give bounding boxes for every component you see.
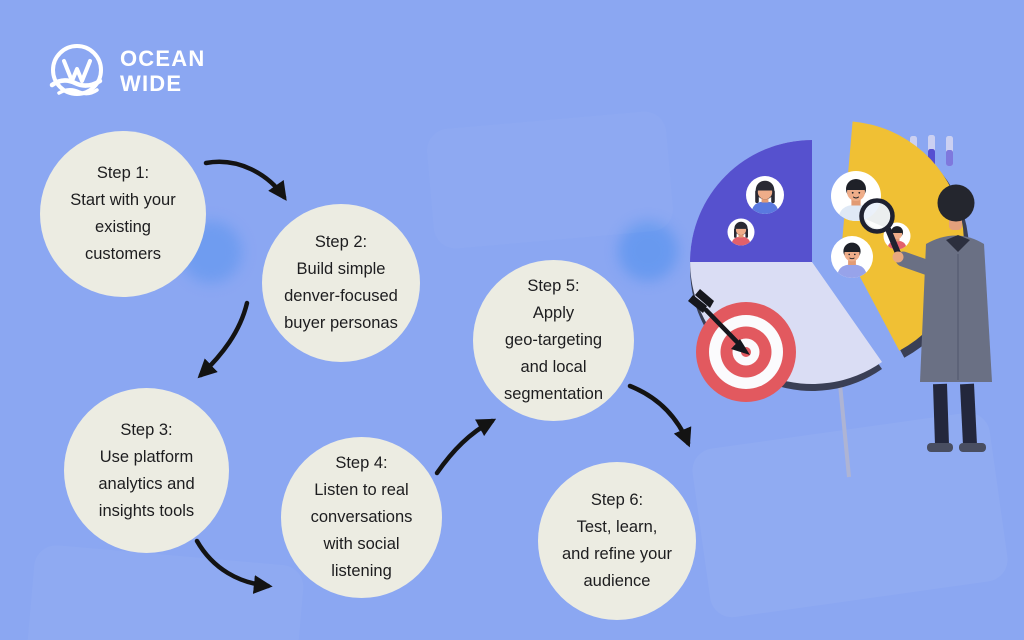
pie-stand-pole [838, 383, 851, 478]
step-5-text: Apply geo-targeting and local segmentati… [503, 304, 604, 403]
businessman-leg [933, 383, 949, 446]
step-3-title: Step 3: [120, 420, 173, 439]
magnifier-icon [859, 198, 903, 261]
step-2-title: Step 2: [314, 233, 368, 251]
decor-dot [618, 221, 678, 281]
dart-arrow-icon [688, 289, 750, 355]
step-3-text: Use platform analytics and insights tool… [98, 447, 195, 520]
step-4-bubble: Step 4: Listen to real conversations wit… [281, 437, 442, 598]
avatar-icon [883, 222, 911, 250]
businessman-jacket [920, 235, 992, 382]
step-1-bubble: Step 1: Start with your existing custome… [40, 131, 206, 297]
wave-logo-icon [49, 44, 103, 96]
avatar-icon [746, 176, 784, 214]
step-5-bubble: Step 5: Apply geo-targeting and local se… [473, 260, 634, 421]
step-5-title: Step 5: [527, 277, 580, 295]
businessman-leg [960, 383, 977, 446]
step-2-bubble: Step 2: Build simple denver-focused buye… [262, 204, 420, 362]
step-6-title: Step 6: [590, 491, 644, 509]
step-4-text: Listen to real conversations with social… [310, 481, 413, 580]
avatar-icon [727, 218, 755, 246]
brand-logo: OCEAN WIDE [46, 40, 205, 102]
audience-targeting-illustration [688, 121, 992, 478]
brand-name-line2: WIDE [120, 71, 183, 96]
step-3-bubble: Step 3: Use platform analytics and insig… [64, 388, 229, 553]
step-6-bubble: Step 6: Test, learn, and refine your aud… [538, 462, 696, 620]
brand-name: OCEAN WIDE [120, 46, 205, 96]
businessman-shoe [927, 443, 953, 452]
step-4-title: Step 4: [335, 454, 388, 472]
step-6-text: Test, learn, and refine your audience [561, 518, 673, 590]
avatar-icon [831, 236, 873, 278]
businessman-illustration [892, 184, 992, 452]
step-2-text: Build simple denver-focused buyer person… [284, 260, 398, 332]
businessman-shoe [959, 443, 986, 452]
step-1-title: Step 1: [96, 164, 150, 182]
step-1-text: Start with your existing customers [70, 191, 176, 263]
brand-name-line1: OCEAN [120, 46, 206, 71]
businessman-hand [892, 251, 904, 263]
businessman-head [937, 184, 975, 222]
